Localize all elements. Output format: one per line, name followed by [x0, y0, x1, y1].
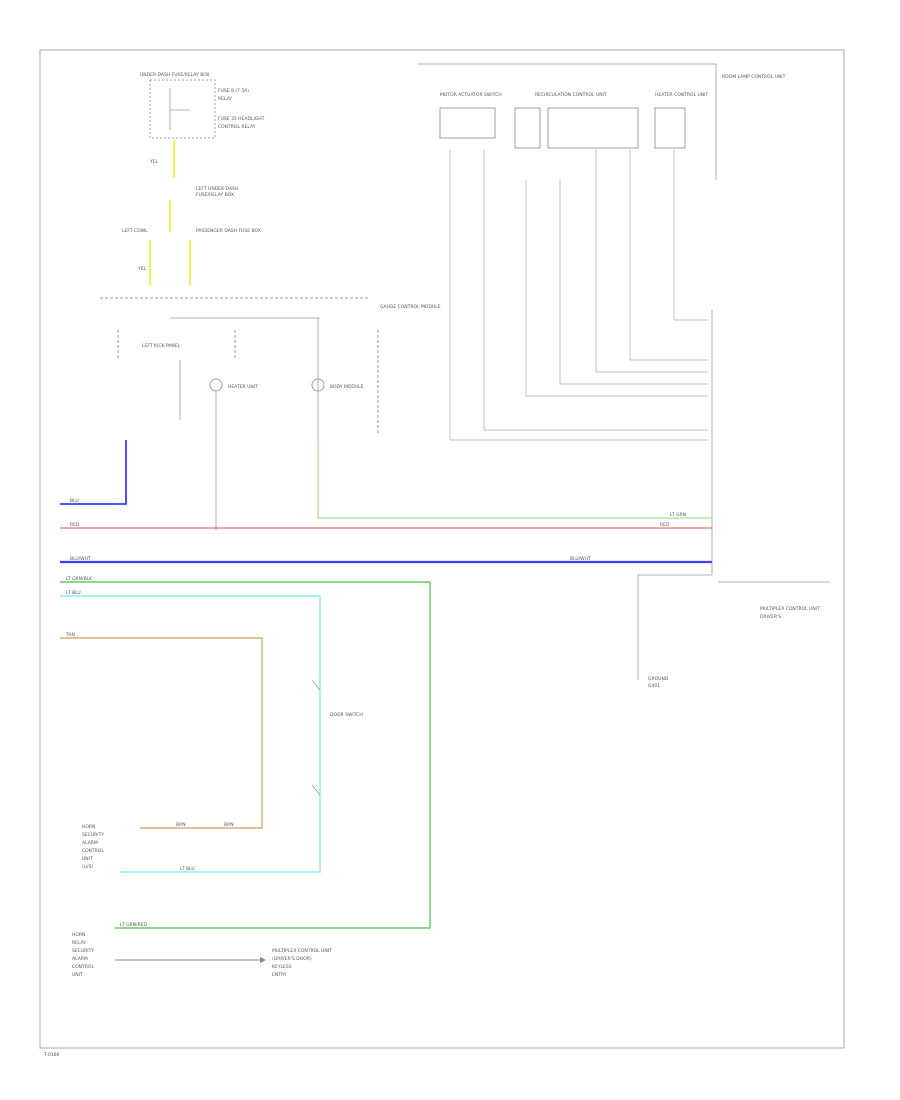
left-cowl-label: LEFT COWL	[122, 228, 148, 234]
horn-left-2: SECURITY	[82, 832, 104, 838]
ground-sub: G401	[648, 683, 660, 689]
tan-label: TAN	[65, 632, 75, 638]
wire-blu-tag: BLU	[70, 498, 79, 504]
cyan-label-2: LT BLU	[180, 866, 195, 872]
gauge-control-label: GAUGE CONTROL MODULE	[380, 304, 441, 310]
heater-label: HEATER UNIT	[228, 384, 258, 390]
conn-top2-label: YEL	[137, 266, 147, 272]
horn-left-5: UNIT	[82, 856, 93, 862]
light-green-wire	[317, 440, 712, 519]
bottom-left-label: HORN	[72, 932, 85, 938]
module-wire-7	[673, 150, 708, 321]
conn-top1-label: YEL	[149, 159, 159, 165]
module-wire-1	[449, 150, 708, 441]
module-right-box	[654, 107, 686, 149]
module-left-box	[439, 107, 496, 139]
horn-left-3: ALARM	[82, 840, 98, 846]
module-left-label: MOTOR ACTUATOR SWITCH	[440, 92, 502, 98]
bottom-left-sub: RELAY	[72, 940, 86, 946]
module-wire-4	[559, 180, 708, 385]
wire-ltgrn-label: LT GRN	[670, 512, 686, 518]
module-mid-box-b	[547, 107, 639, 149]
cyan-label: LT BLU	[66, 590, 81, 596]
bottom-arrow-head	[260, 957, 266, 963]
bottom-left-sub3: ALARM	[72, 956, 88, 962]
bottom-box-sub2: KEYLESS	[272, 964, 292, 970]
module-wires	[449, 150, 708, 441]
fuse-box-relay-a: FUSE 35 HEADLIGHT	[218, 116, 265, 122]
fuse-box-relay: RELAY	[218, 96, 232, 102]
module-wire-3	[525, 180, 708, 397]
green-label: LT GRN/BLK	[66, 576, 93, 582]
tan-label-3: BRN	[224, 822, 234, 828]
ground-wire	[637, 574, 712, 680]
cyan-wire	[60, 595, 321, 873]
left-kick-label: LEFT KICK PANEL	[142, 343, 181, 349]
fuse-box-sub: FUSE 8 (7.5A)	[218, 88, 249, 94]
blue-wire-left	[60, 440, 127, 505]
tan-wire	[60, 637, 263, 829]
module-mid-box-a	[514, 107, 541, 149]
green-label-2: LT GRN/RED	[120, 922, 148, 928]
right-module-sub: MULTIPLEX CONTROL UNIT	[760, 606, 820, 612]
footer-code: T-0166	[43, 1052, 60, 1058]
wire-blu-wht-right: BLU/WHT	[570, 556, 591, 562]
fuse-box-title: UNDER-DASH FUSE/RELAY BOX	[140, 72, 210, 78]
left-under-dash-label: LEFT UNDER-DASH	[196, 186, 238, 192]
bottom-left-sub5: UNIT	[72, 972, 83, 978]
bulb-1	[209, 378, 223, 392]
wire-red-left: RED	[70, 522, 80, 528]
module-wire-5	[595, 150, 708, 373]
wire-blu-wht-left: BLU/WHT	[70, 556, 91, 562]
right-body-label: ROOM LAMP CONTROL UNIT	[722, 74, 786, 80]
right-module-sub2: DRIVER'S	[760, 614, 781, 620]
diagram-frame	[39, 49, 845, 1049]
door-switch-tick-1	[311, 679, 321, 691]
module-mid-label: RECIRCULATION CONTROL UNIT	[535, 92, 607, 98]
passenger-dash-label: PASSENGER DASH FUSE BOX	[196, 228, 261, 234]
ground-label: GROUND	[648, 676, 669, 682]
horn-left-4: CONTROL	[82, 848, 104, 854]
horn-left-1: HORN	[82, 824, 95, 830]
bottom-left-sub4: CONTROL	[72, 964, 94, 970]
bottom-box-sub3: ENTRY	[272, 972, 287, 978]
wire-red-right: RED	[660, 522, 670, 528]
fuse-box-relay-b: CONTROL RELAY	[218, 124, 256, 130]
fuse-box	[149, 79, 216, 139]
module-wire-2	[483, 150, 708, 431]
fuse-relay-box-label: FUSE/RELAY BOX	[196, 192, 234, 198]
door-switch-label: DOOR SWITCH	[330, 712, 363, 718]
module-right-label: HEATER CONTROL UNIT	[655, 92, 708, 98]
green-long-wire	[60, 581, 431, 929]
door-switch-tick-2	[311, 784, 321, 796]
fuse-box-group: UNDER-DASH FUSE/RELAY BOX FUSE 8 (7.5A) …	[140, 72, 265, 139]
horn-left-6: (U/S)	[82, 864, 93, 870]
body-module-label: BODY MODULE	[330, 384, 364, 390]
bottom-box-label: MULTIPLEX CONTROL UNIT	[272, 948, 332, 954]
bottom-box-sub: (DRIVER'S DOOR)	[272, 956, 312, 962]
module-wire-6	[629, 150, 708, 361]
bottom-left-sub2: SECURITY	[72, 948, 94, 954]
tan-label-2: BRN	[176, 822, 186, 828]
